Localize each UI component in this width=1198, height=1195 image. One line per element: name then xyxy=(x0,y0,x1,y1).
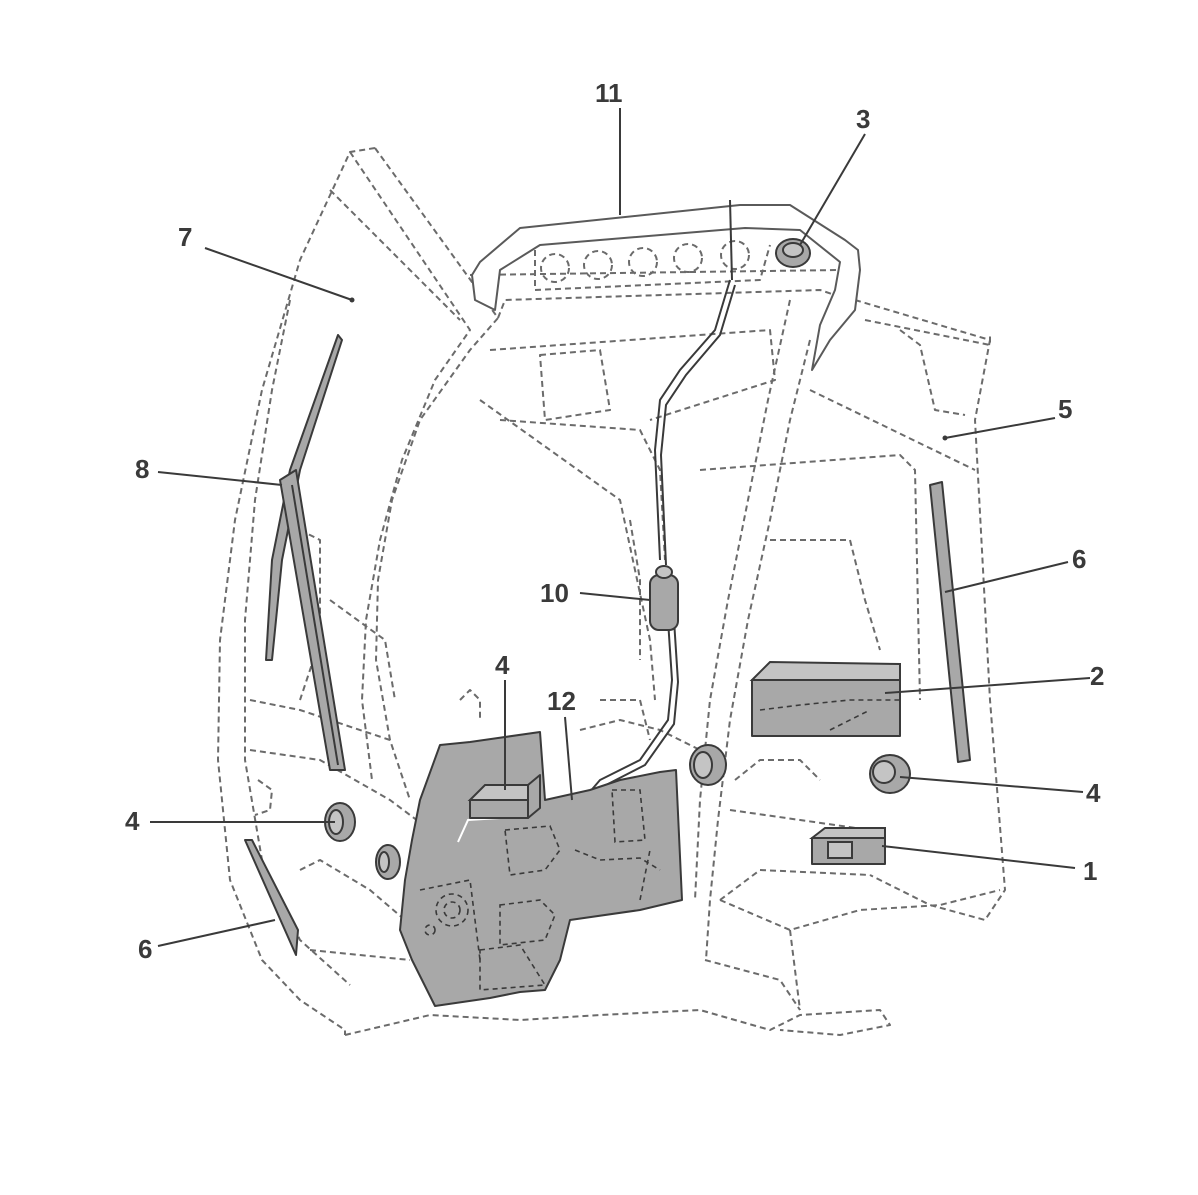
callout-10: 10 xyxy=(540,578,569,608)
callout-2: 2 xyxy=(1090,661,1104,691)
callout-6-right: 6 xyxy=(1072,544,1086,574)
right-window-seal xyxy=(929,481,971,763)
callout-4-left: 4 xyxy=(125,806,140,836)
callout-8: 8 xyxy=(135,454,149,484)
callout-labels: 11 3 7 5 8 6 10 4 12 2 4 4 1 6 xyxy=(125,78,1104,964)
right-speaker xyxy=(869,754,911,794)
washer-bottle xyxy=(649,565,679,631)
floor-mat xyxy=(399,731,683,1007)
left-speaker xyxy=(324,802,356,842)
callout-6-left: 6 xyxy=(138,934,152,964)
callout-4-box: 4 xyxy=(495,650,510,680)
roof-speaker xyxy=(775,238,811,268)
floor-box-module xyxy=(467,774,541,819)
control-box xyxy=(749,660,901,737)
left-lower-speaker xyxy=(375,844,401,880)
wiper-blade xyxy=(265,334,346,771)
callout-5: 5 xyxy=(1058,394,1072,424)
roof-light-bar xyxy=(471,204,861,371)
callout-11: 11 xyxy=(595,78,623,108)
callout-1: 1 xyxy=(1083,856,1097,886)
center-speaker xyxy=(689,744,727,786)
callout-12: 12 xyxy=(547,686,576,716)
callout-7: 7 xyxy=(178,222,192,252)
left-door-seal xyxy=(244,839,299,956)
leader-lines xyxy=(150,108,1091,947)
callout-4-right: 4 xyxy=(1086,778,1101,808)
callout-3: 3 xyxy=(856,104,870,134)
power-socket xyxy=(809,827,886,865)
